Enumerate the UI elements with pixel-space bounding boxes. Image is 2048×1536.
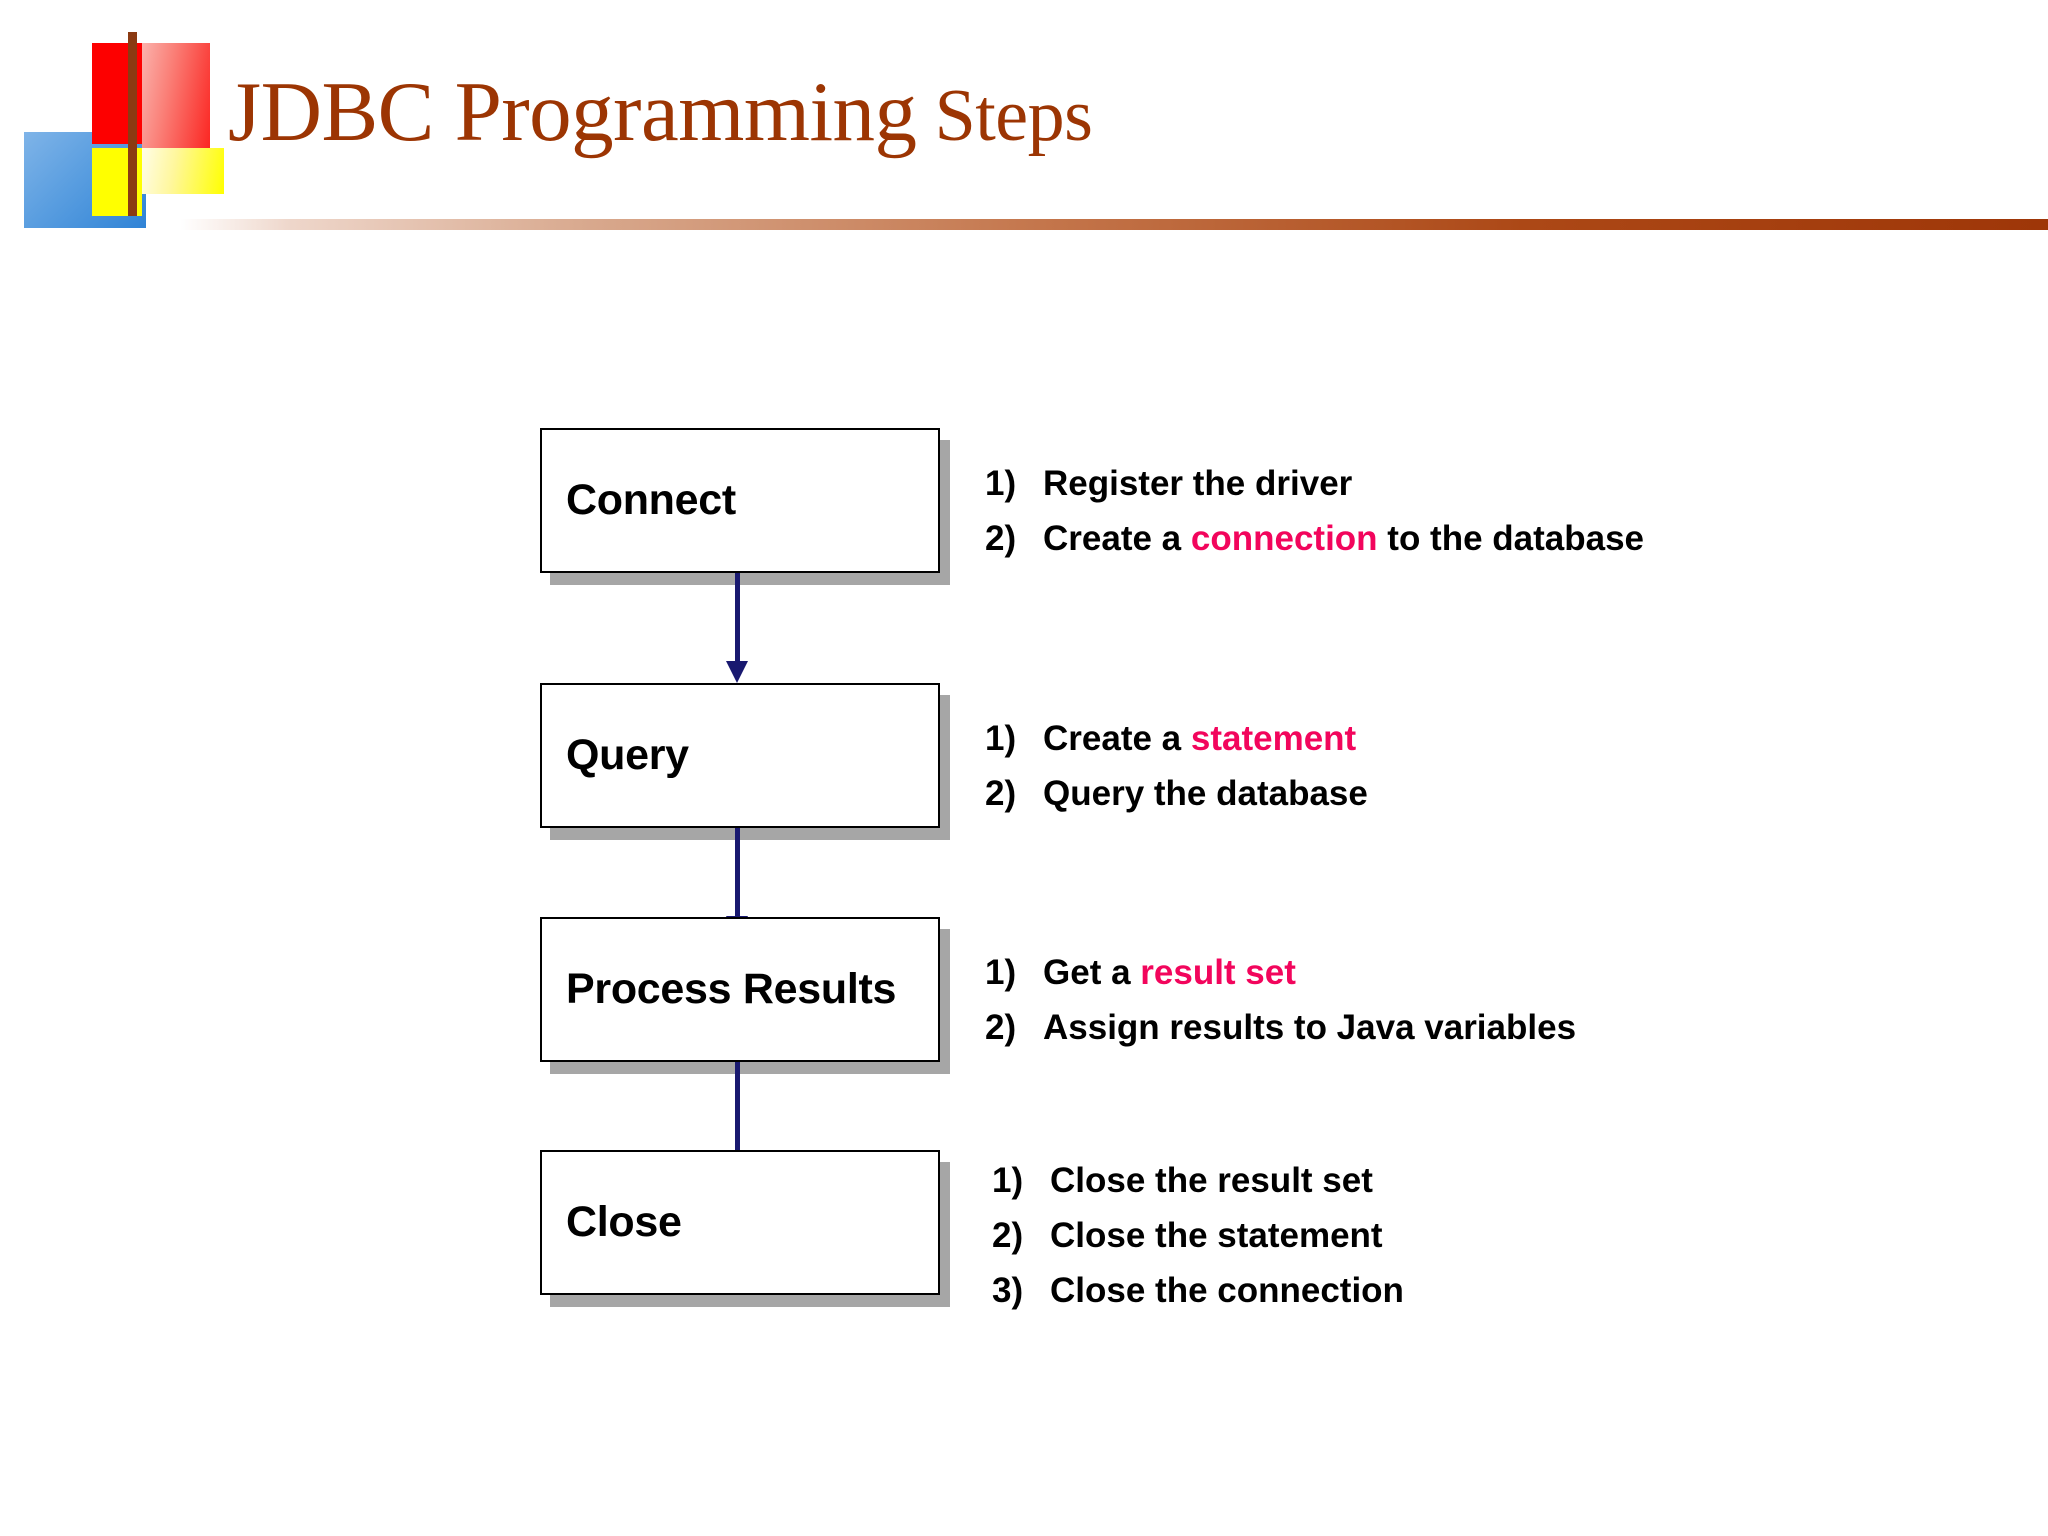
list-item-text: Query the database: [1043, 774, 1368, 813]
list-item: 1) Close the result set: [992, 1153, 1404, 1208]
list-item-text: Create a: [1043, 719, 1191, 758]
flow-box-process-results[interactable]: Process Results: [540, 917, 950, 1074]
flow-notes-connect: 1) Register the driver 2) Create a connect…: [985, 456, 1644, 566]
list-item-number: 1): [985, 719, 1017, 758]
flow-box-connect[interactable]: Connect: [540, 428, 950, 585]
flow-box-label: Query: [566, 731, 689, 779]
list-item: 1) Create a statement: [985, 711, 1368, 766]
flow-box-surface[interactable]: Close: [540, 1150, 940, 1295]
list-item-text: Close the result set: [1050, 1161, 1373, 1200]
arrow-shaft-icon: [735, 828, 740, 916]
list-item: 2) Assign results to Java variables: [985, 1000, 1576, 1055]
flow-notes-query: 1) Create a statement 2) Query the databas…: [985, 711, 1368, 821]
list-item: 2) Query the database: [985, 766, 1368, 821]
list-item-text: Register the driver: [1043, 464, 1353, 503]
list-item-text-tail: to the database: [1377, 519, 1645, 558]
list-item: 2) Create a connection to the database: [985, 511, 1644, 566]
logo-yellow-gradient-square-icon: [142, 148, 224, 194]
list-item: 3) Close the connection: [992, 1263, 1404, 1318]
slide-header: JDBC Programming Steps: [0, 0, 2048, 300]
flow-box-query[interactable]: Query: [540, 683, 950, 840]
list-item-text: Close the statement: [1050, 1216, 1383, 1255]
flow-notes-process-results: 1) Get a result set 2) Assign results to J…: [985, 945, 1576, 1055]
flow-box-label: Close: [566, 1198, 682, 1246]
flow-box-close[interactable]: Close: [540, 1150, 950, 1307]
list-item-keyword: result set: [1140, 953, 1296, 992]
list-item-number: 2): [985, 774, 1017, 813]
list-item-text: Get a: [1043, 953, 1141, 992]
logo-vertical-bar-icon: [128, 32, 137, 216]
flow-box-label: Process Results: [566, 965, 897, 1013]
logo-red-gradient-square-icon: [142, 43, 210, 149]
flow-box-surface[interactable]: Query: [540, 683, 940, 828]
list-item: 1) Get a result set: [985, 945, 1576, 1000]
list-item-text: Assign results to Java variables: [1043, 1008, 1577, 1047]
arrow-shaft-icon: [735, 573, 740, 661]
list-item: 2) Close the statement: [992, 1208, 1404, 1263]
list-item-number: 1): [985, 464, 1017, 503]
page-title-tail: Steps: [934, 75, 1093, 157]
list-item-keyword: statement: [1190, 719, 1357, 758]
list-item-number: 2): [985, 1008, 1017, 1047]
list-item-number: 3): [992, 1271, 1024, 1310]
list-item-text: Close the connection: [1050, 1271, 1404, 1310]
list-item-number: 2): [992, 1216, 1024, 1255]
list-item-number: 2): [985, 519, 1017, 558]
flow-box-surface[interactable]: Process Results: [540, 917, 940, 1062]
arrow-head-icon: [726, 661, 748, 683]
page-title: JDBC Programming Steps: [228, 70, 1093, 157]
list-item-text: Create a: [1043, 519, 1191, 558]
list-item: 1) Register the driver: [985, 456, 1644, 511]
list-item-number: 1): [992, 1161, 1024, 1200]
flow-box-label: Connect: [566, 476, 736, 524]
page-title-main: JDBC Programming: [228, 65, 917, 159]
list-item-number: 1): [985, 953, 1017, 992]
flow-notes-close: 1) Close the result set 2) Close the state…: [992, 1153, 1404, 1318]
flow-box-surface[interactable]: Connect: [540, 428, 940, 573]
title-divider-rule: [180, 219, 2048, 230]
list-item-keyword: connection: [1190, 519, 1378, 558]
arrow-shaft-icon: [735, 1062, 740, 1150]
